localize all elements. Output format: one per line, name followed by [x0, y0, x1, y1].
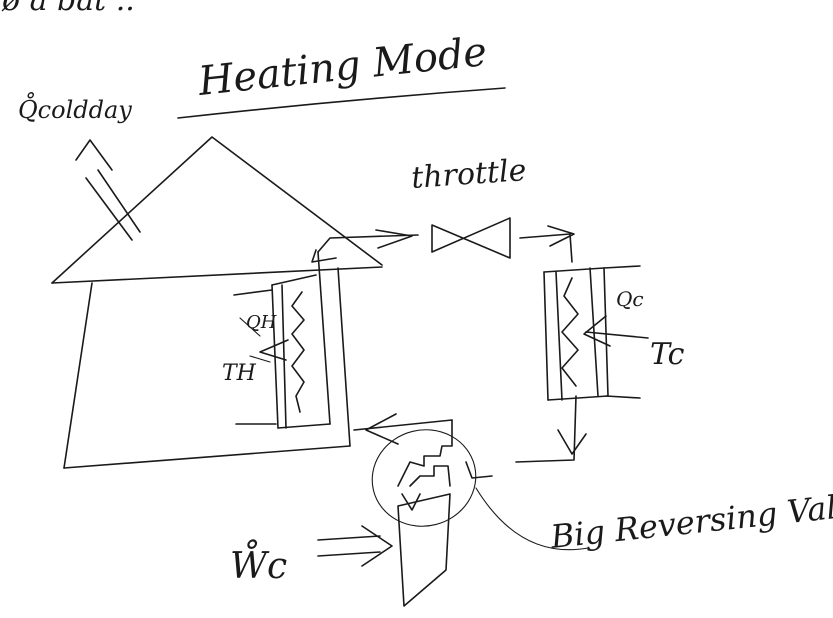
indoor-coil [234, 250, 336, 428]
pipe-outdoor-to-valve [516, 396, 586, 462]
house [52, 137, 382, 468]
house-right-wall [338, 268, 350, 446]
pipe-indoor-to-throttle [318, 230, 418, 252]
house-roof [52, 137, 382, 283]
label-big-reversing-valve: Big Reversing Valve [548, 484, 833, 556]
top-fragment-text: ø a bat .. [1, 0, 135, 18]
outdoor-coil-zigzag [562, 278, 578, 386]
indoor-coil-zigzag [292, 292, 304, 412]
work-input-arrow [318, 526, 392, 566]
title-heating-mode: Heating Mode [195, 29, 489, 105]
label-t-h: TH [222, 361, 257, 386]
label-q-h: QH [246, 312, 277, 333]
pipe-throttle-to-outdoor-coil [520, 226, 574, 262]
throttle-valve [432, 218, 510, 258]
house-floor [64, 446, 350, 468]
heat-loss-arrow [76, 140, 140, 240]
house-left-wall [64, 283, 92, 468]
pipe-valve-to-indoor [354, 414, 452, 444]
label-q-cold-day: Q̊coldday [18, 92, 132, 124]
label-q-c: Qc [616, 287, 644, 311]
house-roof-base [52, 267, 382, 283]
label-throttle: throttle [410, 153, 527, 196]
label-t-c: Tc [650, 337, 685, 372]
label-w-c: W̊c [230, 539, 287, 587]
compressor [398, 494, 450, 606]
